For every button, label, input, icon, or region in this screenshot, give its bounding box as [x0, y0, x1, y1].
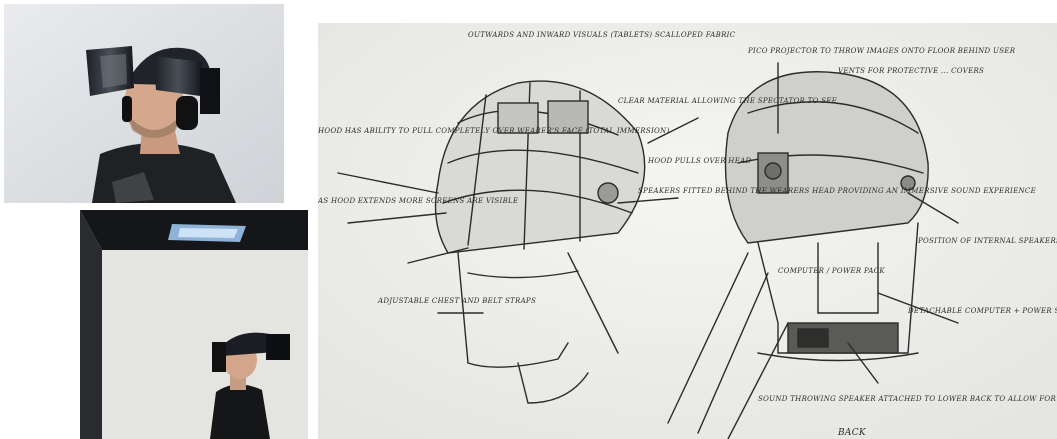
annotation-hood-extends: AS HOOD EXTENDS MORE SCREENS ARE VISIBLE: [318, 197, 518, 205]
annotation-adjustable: ADJUSTABLE CHEST AND BELT STRAPS: [377, 297, 536, 305]
annotation-back: BACK: [837, 428, 867, 438]
annotation-hood-ability: HOOD HAS ABILITY TO PULL COMPLETELY OVER…: [318, 127, 670, 135]
annotation-outwards-inwards: OUTWARDS AND INWARD VISUALS (TABLETS) SC…: [468, 31, 736, 39]
annotation-position-speakers: POSITION OF INTERNAL SPEAKERS: [917, 237, 1057, 245]
photo-bottom-illustration: [80, 210, 308, 439]
photo-headset-wearer-room: [80, 210, 308, 439]
annotation-hood-pulls: HOOD PULLS OVER HEAD: [647, 157, 751, 165]
annotation-sound-throwing: SOUND THROWING SPEAKER ATTACHED TO LOWER…: [758, 395, 1057, 403]
annotation-detachable: DETACHABLE COMPUTER + POWER SOURCE FITTE…: [907, 307, 1057, 315]
sketch-drawing: OUTWARDS AND INWARD VISUALS (TABLETS) SC…: [318, 23, 1057, 439]
annotation-vent: VENTS FOR PROTECTIVE ... COVERS: [838, 67, 984, 75]
annotation-speakers: SPEAKERS FITTED BEHIND THE WEARERS HEAD …: [638, 187, 1036, 195]
annotation-pico-projector: PICO PROJECTOR TO THROW IMAGES ONTO FLOO…: [747, 47, 1016, 55]
concept-sketch-hood-headset: OUTWARDS AND INWARD VISUALS (TABLETS) SC…: [318, 23, 1057, 439]
annotation-computer-pack: COMPUTER / POWER PACK: [778, 267, 885, 275]
annotation-clear-material: CLEAR MATERIAL ALLOWING THE SPECTATOR TO…: [618, 97, 837, 105]
photo-top-illustration: [4, 4, 284, 203]
photo-headset-wearer-closeup: [4, 4, 284, 203]
